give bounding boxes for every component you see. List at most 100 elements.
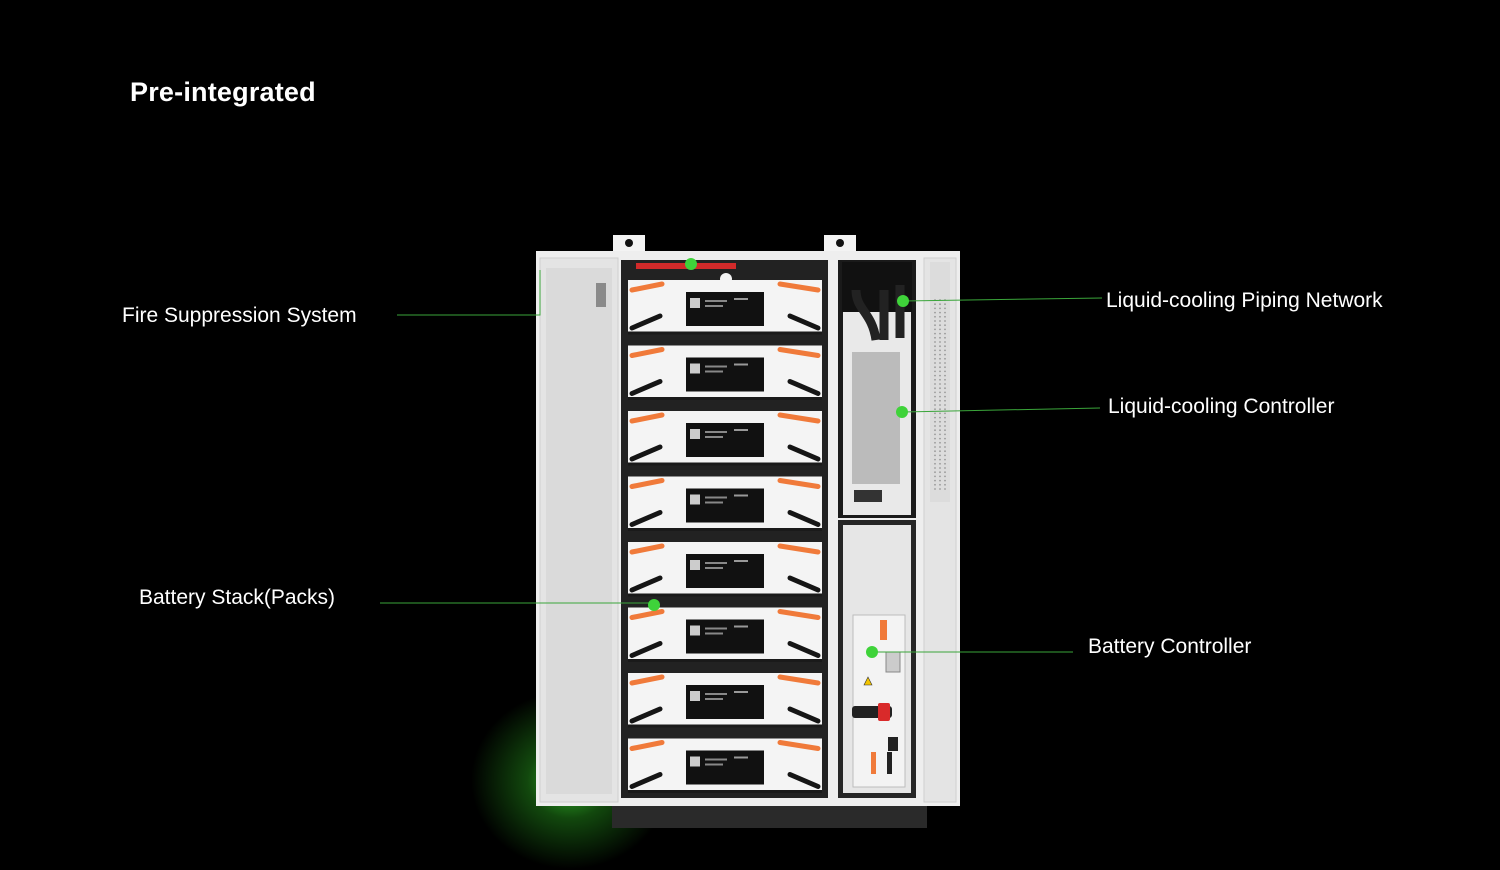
vent-hole	[934, 332, 936, 335]
battery-packs	[628, 280, 822, 793]
lifting-lug-right	[824, 235, 856, 255]
vent-hole	[939, 332, 941, 335]
vent-hole	[934, 483, 936, 486]
vent-hole	[944, 328, 946, 331]
vent-hole	[944, 320, 946, 322]
vent-hole	[939, 399, 941, 402]
cooling-vent-grille	[852, 352, 900, 484]
vent-hole	[934, 307, 936, 310]
vent-hole	[934, 324, 936, 327]
vent-hole	[934, 391, 936, 394]
vent-hole	[939, 446, 941, 448]
vent-hole	[934, 387, 936, 390]
vent-hole	[934, 383, 936, 385]
vent-hole	[939, 420, 941, 423]
battery-pack	[628, 476, 822, 531]
vent-hole	[934, 353, 936, 356]
vent-hole	[934, 420, 936, 423]
vent-hole	[944, 488, 946, 490]
vent-hole	[939, 345, 941, 348]
vent-hole	[939, 433, 941, 436]
vent-hole	[944, 412, 946, 415]
vent-hole	[934, 450, 936, 453]
vent-hole	[944, 462, 946, 465]
marker-battery-controller	[866, 646, 878, 658]
vent-hole	[939, 324, 941, 327]
vent-hole	[944, 345, 946, 348]
vent-hole	[934, 446, 936, 448]
vent-hole	[939, 416, 941, 419]
leader-cooling-controller	[902, 407, 1101, 413]
vent-hole	[934, 366, 936, 369]
vent-hole	[934, 395, 936, 398]
vent-hole	[944, 441, 946, 444]
vent-hole	[939, 429, 941, 432]
vent-hole	[939, 349, 941, 352]
vent-hole	[939, 475, 941, 478]
label-piping-network: Liquid-cooling Piping Network	[1106, 289, 1383, 312]
vent-hole	[934, 378, 936, 381]
vent-hole	[934, 471, 936, 474]
vent-hole	[944, 362, 946, 364]
vent-hole	[939, 311, 941, 314]
leader-lines	[380, 270, 1103, 653]
vent-hole	[939, 303, 941, 306]
vent-hole	[939, 320, 941, 322]
vent-hole	[934, 399, 936, 402]
vent-hole	[944, 437, 946, 440]
vent-hole	[939, 441, 941, 444]
vent-hole	[944, 374, 946, 377]
marker-battery-stack	[648, 599, 660, 611]
vent-hole	[934, 488, 936, 490]
vent-hole	[944, 336, 946, 339]
vent-hole	[944, 450, 946, 453]
vent-hole	[944, 433, 946, 436]
vent-hole	[934, 425, 936, 427]
vent-hole	[934, 311, 936, 314]
vent-hole	[944, 458, 946, 461]
vent-hole	[944, 475, 946, 478]
vent-hole	[934, 374, 936, 377]
battery-pack	[628, 738, 822, 793]
vent-hole	[939, 462, 941, 465]
vent-hole	[939, 458, 941, 461]
vent-hole	[939, 357, 941, 360]
vent-hole	[944, 467, 946, 469]
vent-hole	[944, 303, 946, 306]
vent-hole	[934, 303, 936, 306]
vent-hole	[939, 362, 941, 364]
lifting-lug-left	[613, 235, 645, 255]
leader-piping	[902, 297, 1103, 302]
vent-hole	[944, 471, 946, 474]
vent-hole	[939, 437, 941, 440]
vent-hole	[944, 370, 946, 373]
vent-hole	[934, 328, 936, 331]
vent-hole	[934, 475, 936, 478]
vent-hole	[939, 395, 941, 398]
vent-hole	[939, 328, 941, 331]
label-battery-stack: Battery Stack(Packs)	[139, 586, 336, 609]
vent-hole	[944, 446, 946, 448]
vent-hole	[939, 450, 941, 453]
vent-hole	[939, 387, 941, 390]
vent-hole	[939, 467, 941, 469]
vent-hole	[934, 479, 936, 482]
vent-hole	[944, 408, 946, 411]
vent-hole	[934, 370, 936, 373]
vent-hole	[939, 307, 941, 310]
vent-hole	[939, 353, 941, 356]
main-switch	[878, 703, 890, 721]
vent-hole	[939, 370, 941, 373]
vent-hole	[939, 378, 941, 381]
battery-pack	[628, 607, 822, 662]
vent-hole	[934, 345, 936, 348]
vent-hole	[944, 483, 946, 486]
vent-hole	[944, 357, 946, 360]
vent-hole	[934, 357, 936, 360]
vent-hole	[944, 311, 946, 314]
vent-hole	[944, 383, 946, 385]
vent-hole	[944, 420, 946, 423]
battery-pack	[628, 673, 822, 728]
controller-bay	[838, 520, 916, 798]
vent-hole	[944, 349, 946, 352]
